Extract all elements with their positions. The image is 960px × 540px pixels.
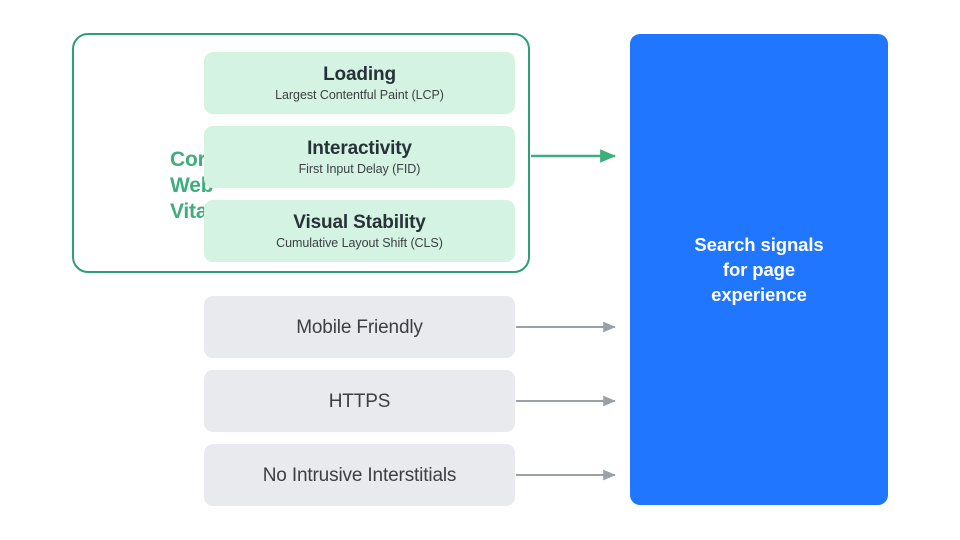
search-signals-line-2: for page	[722, 259, 796, 280]
vital-card-loading: Loading Largest Contentful Paint (LCP)	[204, 52, 515, 114]
signal-card-label: Mobile Friendly	[296, 316, 423, 338]
signal-card-https: HTTPS	[204, 370, 515, 432]
vital-card-title: Loading	[323, 63, 396, 85]
signal-card-label: HTTPS	[328, 390, 391, 412]
search-signals-line-1: Search signals	[694, 234, 824, 255]
vital-card-visual-stability: Visual Stability Cumulative Layout Shift…	[204, 200, 515, 262]
search-signals-line-3: experience	[711, 284, 807, 305]
vital-card-title: Interactivity	[307, 137, 412, 159]
vital-card-title: Visual Stability	[293, 211, 426, 233]
signal-card-mobile-friendly: Mobile Friendly	[204, 296, 515, 358]
vital-card-interactivity: Interactivity First Input Delay (FID)	[204, 126, 515, 188]
vital-card-subtitle: First Input Delay (FID)	[298, 161, 421, 176]
vital-card-subtitle: Largest Contentful Paint (LCP)	[275, 87, 444, 102]
search-signals-text: Search signals for page experience	[676, 232, 841, 307]
vital-card-subtitle: Cumulative Layout Shift (CLS)	[276, 235, 443, 250]
core-web-vitals-label-line-2: Web	[170, 174, 214, 197]
signal-card-no-intrusive-interstitials: No Intrusive Interstitials	[204, 444, 515, 506]
search-signals-box: Search signals for page experience	[630, 34, 888, 505]
signal-card-label: No Intrusive Interstitials	[262, 464, 457, 486]
